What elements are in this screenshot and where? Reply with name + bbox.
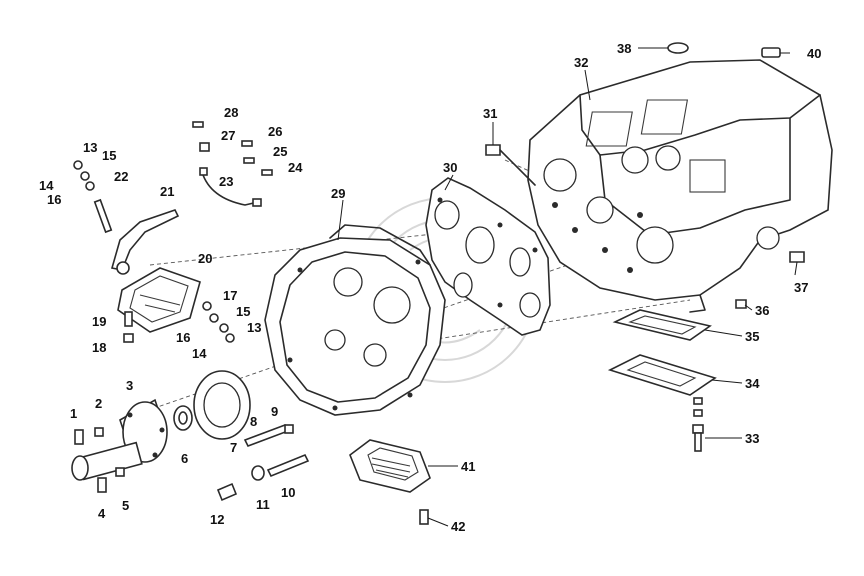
callout-35: 35	[745, 329, 759, 344]
callout-14-top: 14	[39, 178, 54, 193]
callout-29: 29	[331, 186, 345, 201]
callout-22: 22	[114, 169, 128, 184]
shift-lever-part	[93, 198, 180, 275]
callout-41: 41	[461, 459, 475, 474]
o-ring-part	[667, 42, 689, 54]
callout-14-mid: 14	[192, 346, 207, 361]
callout-16-top: 16	[47, 192, 61, 207]
callout-42: 42	[451, 519, 465, 534]
bottom-cover-part	[607, 354, 717, 396]
callout-32: 32	[574, 55, 588, 70]
callout-20: 20	[198, 251, 212, 266]
callout-24: 24	[288, 160, 303, 175]
pipe-fittings-part	[192, 121, 273, 176]
callout-2: 2	[95, 396, 102, 411]
cover-mount-bolts-part	[123, 311, 134, 343]
small-plug-part	[735, 299, 747, 309]
callout-19: 19	[92, 314, 106, 329]
cover-screw-part	[419, 509, 429, 525]
bearing-retainer-part	[71, 398, 168, 481]
callout-25: 25	[273, 144, 287, 159]
callout-4: 4	[98, 506, 106, 521]
callout-5: 5	[122, 498, 129, 513]
callout-38: 38	[617, 41, 631, 56]
seal-ring-part	[173, 405, 193, 431]
cover-bolt-part	[692, 397, 704, 452]
callout-labels: 1 2 3 4 5 6 7 8 9 10 11 12 13 13 14 14 1…	[39, 41, 821, 534]
callout-12: 12	[210, 512, 224, 527]
callout-1: 1	[70, 406, 77, 421]
callout-15-top: 15	[102, 148, 116, 163]
callout-31: 31	[483, 106, 497, 121]
gasket-part	[425, 177, 551, 336]
callout-36: 36	[755, 303, 769, 318]
small-hardware-top-part	[73, 160, 95, 191]
drain-bolt-part	[789, 251, 805, 263]
small-hardware-mid-part	[202, 301, 235, 343]
breather-plug-part	[761, 47, 781, 58]
cover-gasket-part	[612, 309, 712, 341]
leader-lines	[337, 47, 798, 527]
callout-28: 28	[224, 105, 238, 120]
retainer-gasket-part	[193, 370, 251, 440]
callout-34: 34	[745, 376, 760, 391]
inspection-cover-part	[349, 439, 431, 493]
callout-9: 9	[271, 404, 278, 419]
callout-18: 18	[92, 340, 106, 355]
callout-27: 27	[221, 128, 235, 143]
callout-16-mid: 16	[176, 330, 190, 345]
callout-37: 37	[794, 280, 808, 295]
main-housing-part	[527, 59, 833, 313]
callout-23: 23	[219, 174, 233, 189]
oil-pipe-part	[199, 167, 262, 207]
bell-housing-part	[264, 224, 446, 416]
callout-13-top: 13	[83, 140, 97, 155]
callout-10: 10	[281, 485, 295, 500]
callout-30: 30	[443, 160, 457, 175]
retainer-bolts-part	[74, 427, 125, 493]
callout-40: 40	[807, 46, 821, 61]
callout-13-mid: 13	[247, 320, 261, 335]
shift-cover-part	[117, 267, 201, 333]
callout-21: 21	[160, 184, 174, 199]
callout-26: 26	[268, 124, 282, 139]
callout-7: 7	[230, 440, 237, 455]
callout-3: 3	[126, 378, 133, 393]
callout-15-mid: 15	[236, 304, 250, 319]
callout-6: 6	[181, 451, 188, 466]
callout-33: 33	[745, 431, 759, 446]
callout-17: 17	[223, 288, 237, 303]
studs-and-nuts-part	[216, 423, 310, 502]
callout-8: 8	[250, 414, 257, 429]
callout-11: 11	[256, 497, 270, 512]
plug-part	[485, 144, 536, 186]
